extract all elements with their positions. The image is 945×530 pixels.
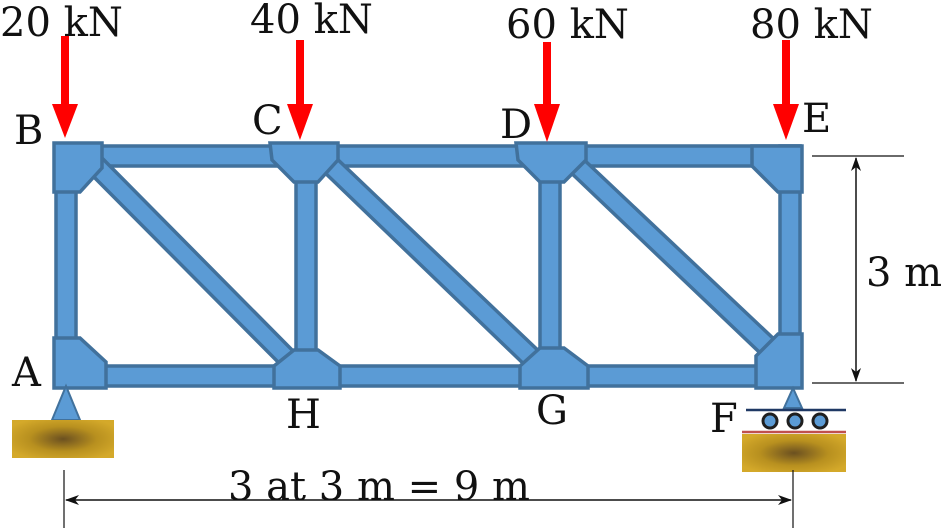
- span-dimension-label: 3 at 3 m = 9 m: [228, 464, 530, 510]
- load-label-D: 60 kN: [506, 2, 629, 48]
- roller-wheel-1: [761, 412, 779, 430]
- member-DG: [538, 164, 562, 368]
- gusset-F: [754, 332, 804, 390]
- member-bottom-chord: [54, 364, 802, 388]
- load-arrows: [52, 36, 799, 142]
- load-label-B: 20 kN: [0, 0, 123, 46]
- gusset-A: [52, 336, 108, 390]
- ground-block-A: [12, 420, 114, 458]
- truss-members: [54, 144, 802, 388]
- height-dimension: [812, 155, 904, 384]
- load-arrow-C: [287, 40, 313, 140]
- height-dimension-label: 3 m: [866, 250, 942, 296]
- load-label-E: 80 kN: [750, 2, 873, 48]
- node-label-F: F: [710, 396, 738, 442]
- node-label-E: E: [802, 96, 831, 142]
- pin-support-A: [12, 383, 114, 458]
- gusset-G: [518, 346, 590, 390]
- pin-triangle: [50, 383, 82, 421]
- member-DF: [563, 153, 797, 373]
- gusset-plates: [52, 141, 804, 390]
- node-label-A: A: [11, 350, 42, 396]
- node-label-B: B: [14, 108, 43, 154]
- load-label-C: 40 kN: [250, 0, 373, 43]
- ground-block-F: [742, 434, 846, 472]
- load-arrow-D: [534, 42, 560, 142]
- member-top-chord: [54, 144, 802, 168]
- roller-support-F: [742, 385, 846, 472]
- span-dimension: [63, 470, 794, 528]
- gusset-E: [750, 144, 804, 194]
- gusset-B: [52, 141, 104, 194]
- node-label-H: H: [286, 392, 321, 438]
- gusset-C: [268, 141, 340, 184]
- roller-triangle: [782, 385, 804, 409]
- gusset-H: [272, 348, 342, 390]
- roller-wheel-2: [786, 412, 804, 430]
- member-CH: [294, 164, 318, 368]
- gusset-D: [514, 141, 588, 184]
- member-CG: [317, 153, 549, 373]
- node-label-G: G: [536, 388, 568, 434]
- node-label-C: C: [252, 98, 283, 144]
- node-label-D: D: [500, 102, 532, 148]
- member-BH: [82, 153, 303, 373]
- load-arrow-B: [52, 36, 78, 138]
- load-arrow-E: [773, 40, 799, 140]
- roller-wheel-3: [811, 412, 829, 430]
